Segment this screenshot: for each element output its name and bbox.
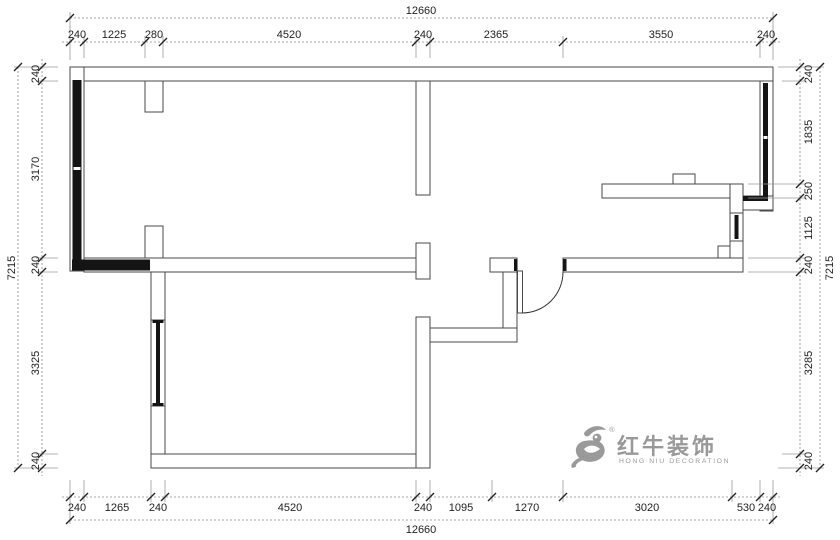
lowerroom-wall-bottom [150,453,431,469]
dim-label: 240 [68,29,86,41]
window-lowerroom-cap-bottom [152,403,164,406]
dim-label: 240 [68,502,86,514]
bottom-dim-ticks [65,492,778,525]
logo-name-en: HONG NIU DECORATION [619,458,730,465]
bull-body-swirl [584,445,600,453]
kitchen-wall-right-upper [729,183,744,214]
bull-icon [571,426,606,468]
dim-label: 7215 [6,256,18,280]
bull-leg-shape [571,458,583,468]
top-dimension-chain: 12660 240 1225 280 4520 240 2365 3550 24… [62,5,781,60]
dim-label: 7215 [824,256,836,280]
kitchen-wall-top [601,183,744,199]
dim-label: 280 [145,29,163,41]
dim-label: 1125 [803,216,815,240]
kitchen-wall-right-lower [729,240,744,259]
dim-label: 240 [30,452,42,470]
wall-pier-top [144,80,164,113]
entry-door [514,259,567,314]
bay-glazing-vertical [763,83,768,197]
lowerroom-wall-right [415,316,431,469]
dim-label: 240 [758,502,776,514]
bay-glazing-horizontal [743,196,768,201]
top-extension-lines [69,12,774,60]
door-leaf [517,270,523,314]
wall-end-column [415,242,431,280]
dim-label: 240 [803,256,815,274]
exterior-wall-top [69,66,774,82]
bull-horn-shape [584,426,606,437]
shear-walls-and-glazing [72,80,768,271]
shear-wall-break [73,167,81,170]
duct-column-small [717,245,731,259]
dim-label: 3170 [30,157,42,181]
window-kitchen-glazing [734,215,739,239]
dim-label: 12660 [406,524,437,536]
dim-label: 4520 [277,29,301,41]
dim-label: 1835 [803,120,815,144]
windows [150,212,744,407]
door-swing-arc [521,271,564,314]
logo-name-zh: 红牛装饰 [617,434,717,459]
dim-label: 3325 [30,351,42,375]
shear-wall-left-horizontal [72,259,150,271]
door-jamb-right [563,259,567,271]
dim-label: 240 [30,65,42,83]
dim-label: 240 [803,452,815,470]
entry-wall-left-stub [489,257,518,273]
window-lowerroom-cap-top [152,320,164,323]
dim-label: 3285 [803,351,815,375]
right-extension-lines [748,66,824,469]
bottom-extension-lines [69,480,774,524]
right-dim-ticks [795,62,825,473]
dim-label: 1265 [105,502,129,514]
dim-label: 240 [414,29,432,41]
left-dimension-chain: 240 3170 240 3325 240 7215 [6,59,58,476]
dim-label: 240 [414,502,432,514]
dim-label: 240 [149,502,167,514]
wall-pier-lower [144,225,164,259]
door-jamb-left [514,259,518,271]
dim-label: 240 [803,65,815,83]
dim-label: 1225 [102,29,126,41]
dim-label: 240 [757,29,775,41]
left-dim-ticks [13,62,47,473]
entry-wall-right [562,257,744,273]
bull-head-shape [592,433,602,443]
dim-label: 240 [30,256,42,274]
bay-glazing-break [763,136,768,139]
dim-label: 1270 [515,502,539,514]
left-extension-lines [14,66,58,469]
step-wall-vertical [502,271,518,329]
shear-wall-left-vertical [72,80,82,266]
step-wall-horizontal [429,327,518,343]
kitchen-wall-notch [672,173,696,185]
dim-label: 4520 [278,502,302,514]
dim-label: 530 [737,502,755,514]
walls [69,66,774,469]
dim-label: 2365 [484,29,508,41]
company-logo: ® 红牛装饰 HONG NIU DECORATION [571,425,730,468]
registered-mark: ® [609,425,615,434]
dim-label: 1095 [449,502,473,514]
dim-label: 3020 [635,502,659,514]
bottom-dimension-chain: 240 1265 240 4520 240 1095 1270 3020 530… [62,480,781,536]
dim-label: 12660 [406,5,437,17]
top-dim-ticks [65,13,778,47]
right-dimension-chain: 240 1835 250 1125 240 3285 240 7215 [748,59,836,476]
dim-label: 250 [803,182,815,200]
dim-label: 3550 [649,29,673,41]
bull-eye-dot [594,435,598,439]
interior-wall-vertical-upper [415,80,431,196]
window-lowerroom-glazing [156,323,160,403]
